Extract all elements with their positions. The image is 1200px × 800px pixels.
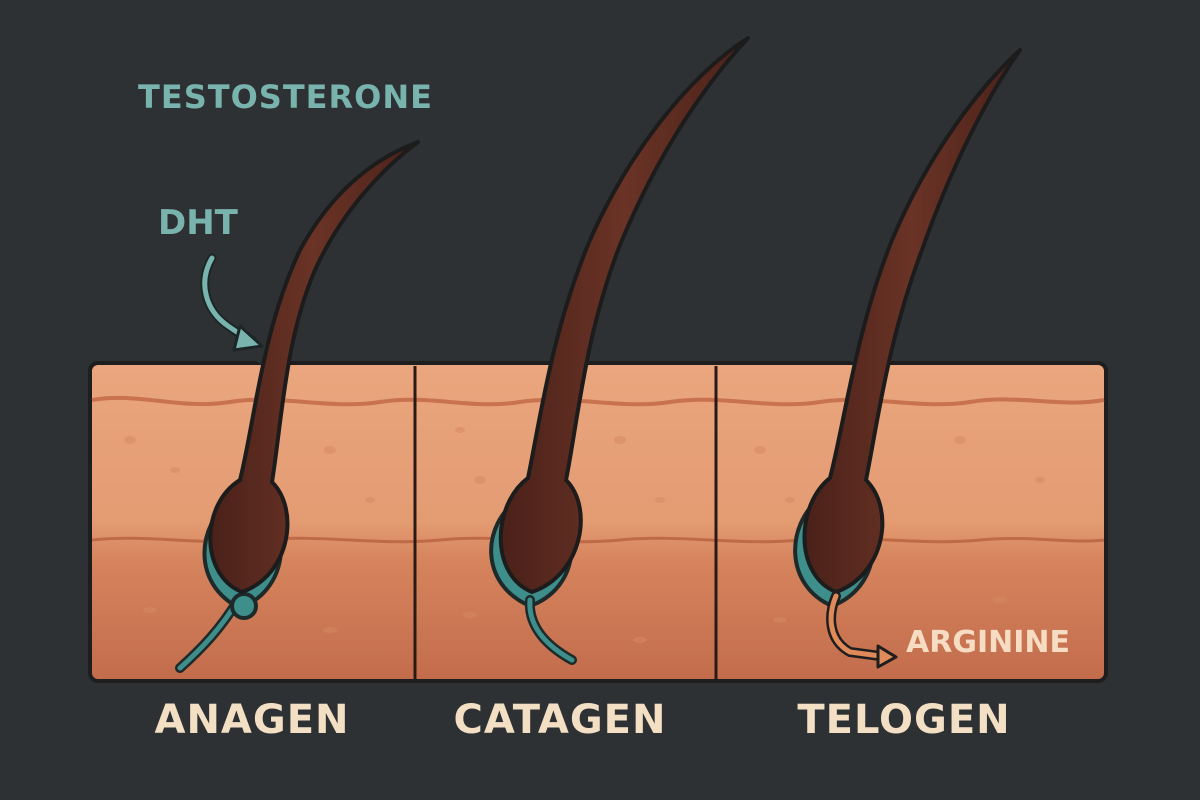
hair-shaft-telogen [802,48,1022,594]
follicle-telogen [793,48,1022,669]
dht-arrow [200,253,264,352]
hair-shaft-anagen [208,140,420,594]
follicle-catagen [489,36,750,665]
stage-label-anagen: ANAGEN [154,697,349,743]
papilla-anagen [230,592,258,620]
stage-label-catagen: CATAGEN [454,697,667,743]
stage-label-telogen: TELOGEN [797,697,1010,743]
label-testosterone: TESTOSTERONE [138,78,433,116]
follicle-anagen [175,140,420,673]
label-arginine: ARGININE [906,625,1070,660]
hair-shaft-catagen [498,36,750,594]
label-dht: DHT [158,203,239,243]
skin-texture [124,427,1045,643]
dht-arrowhead [232,324,264,352]
arginine-arrowhead [876,644,898,669]
